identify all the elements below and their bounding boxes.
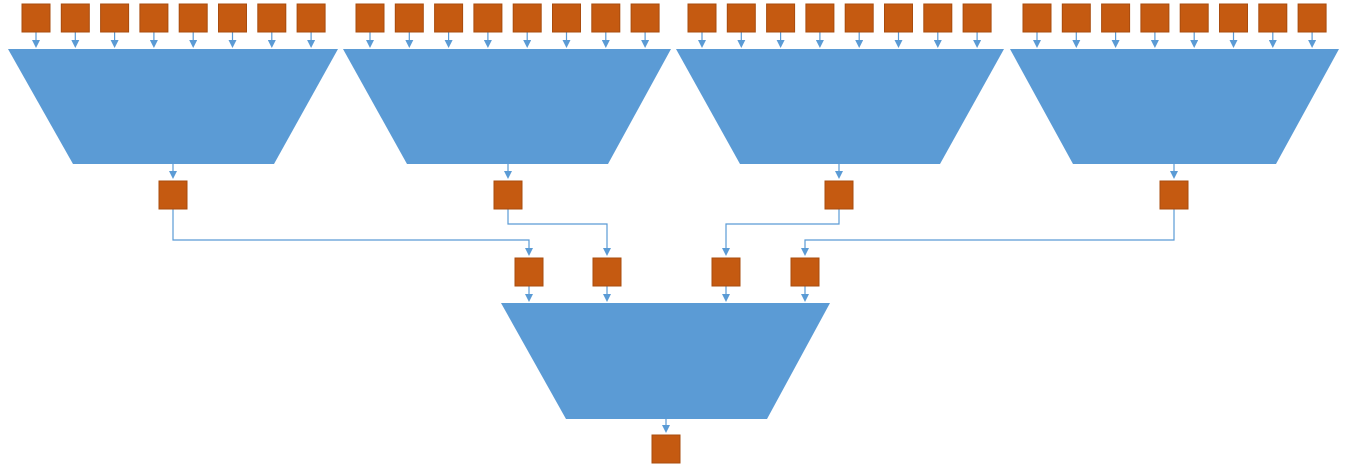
input-node-g1-4 [139,3,169,33]
input-node-g1-6 [218,3,247,33]
route-connector-4 [801,209,1175,256]
input-node-g4-8 [1297,3,1327,33]
input-node-g3-5 [844,3,874,33]
input-node-g3-4 [805,3,835,33]
nodes-layer [21,3,1327,464]
input-node-g2-3 [434,3,464,33]
route-connector-1 [172,209,533,256]
input-node-g3-6 [884,3,913,33]
input-node-g1-5 [178,3,208,33]
funnel-output-node-1 [158,180,188,210]
route-connector-3 [722,209,840,256]
input-node-g4-5 [1179,3,1209,33]
stage2-input-node-1 [514,257,544,287]
input-node-g2-1 [355,3,385,33]
input-node-g4-2 [1061,3,1091,33]
funnel-output-node-3 [824,180,854,210]
connectors-layer [32,32,1317,433]
input-node-g2-5 [512,3,542,33]
funnel-stage1-3 [676,49,1004,164]
input-node-g2-2 [394,3,424,33]
input-node-g1-7 [257,3,287,33]
input-node-g4-3 [1101,3,1131,33]
input-node-g2-8 [630,3,660,33]
input-node-g3-2 [726,3,756,33]
funnels-layer [8,49,1339,419]
stage2-input-node-2 [592,257,622,287]
input-node-g1-1 [21,3,51,33]
funnel-stage1-2 [343,49,671,164]
input-node-g4-4 [1140,3,1170,33]
input-node-g3-1 [687,3,717,33]
funnel-stage1-4 [1010,49,1339,164]
final-output-node [651,434,681,464]
funnel-output-node-4 [1159,180,1189,210]
input-node-g3-7 [923,3,953,33]
funnel-stage2 [501,303,830,419]
funnel-output-node-2 [493,180,523,210]
input-node-g4-1 [1022,3,1052,33]
stage2-input-node-3 [711,257,741,287]
input-node-g4-6 [1219,3,1248,33]
input-node-g1-8 [296,3,326,33]
input-node-g2-7 [591,3,621,33]
stage2-input-node-4 [790,257,820,287]
input-node-g4-7 [1258,3,1288,33]
input-node-g2-4 [473,3,503,33]
input-node-g1-3 [100,3,130,33]
funnel-stage1-1 [8,49,338,164]
route-connector-2 [507,209,611,256]
input-node-g1-2 [60,3,90,33]
input-node-g3-8 [962,3,992,33]
input-node-g2-6 [552,3,581,33]
input-node-g3-3 [766,3,796,33]
